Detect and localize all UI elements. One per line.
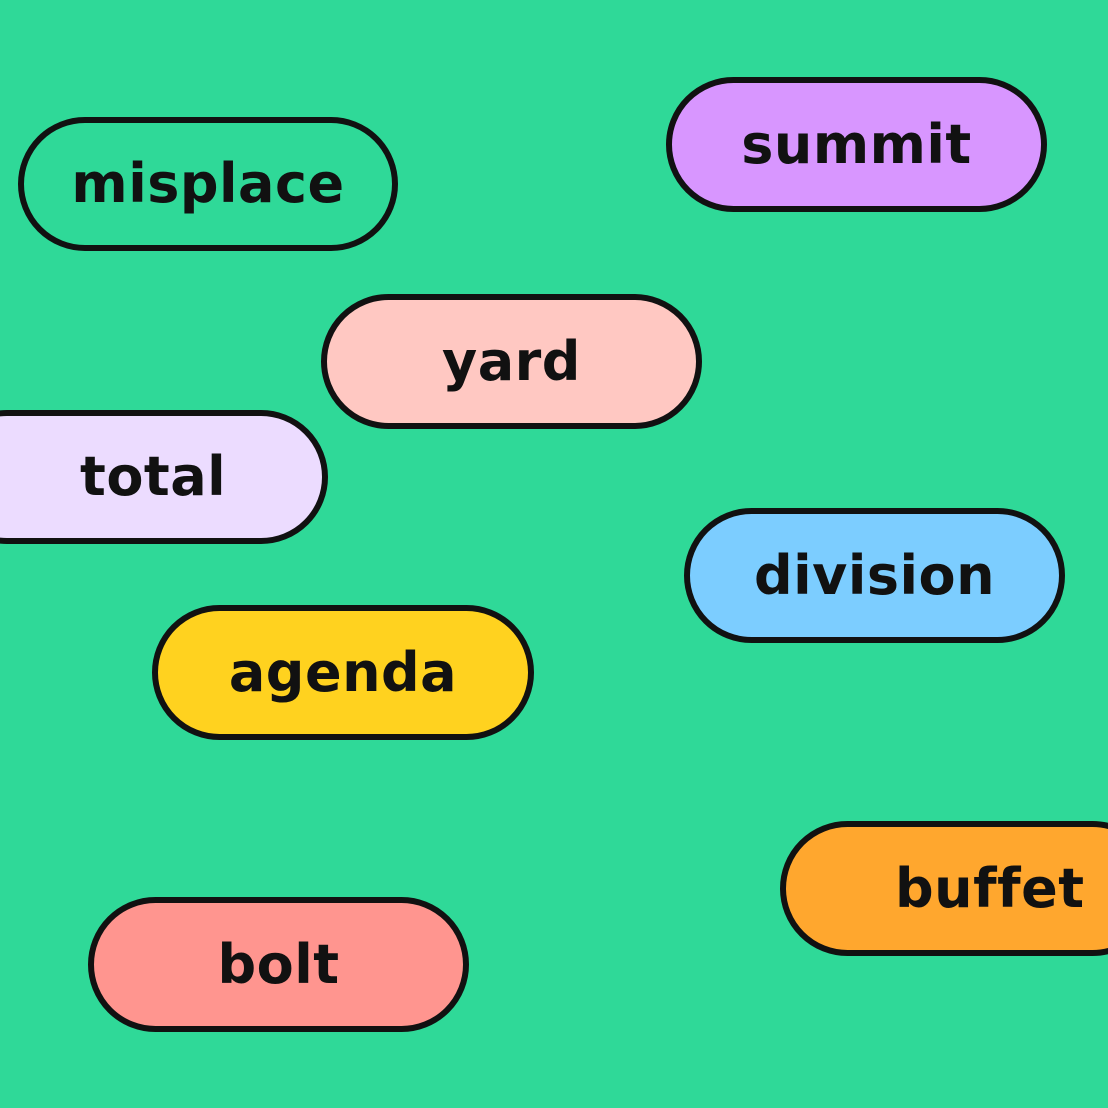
pill-yard: yard bbox=[321, 294, 702, 429]
pill-summit: summit bbox=[666, 77, 1047, 212]
pill-total: total bbox=[0, 410, 328, 544]
pill-label-buffet: buffet bbox=[895, 856, 1085, 920]
pill-buffet: buffet bbox=[780, 821, 1108, 956]
pill-label-agenda: agenda bbox=[228, 640, 458, 704]
pill-label-division: division bbox=[753, 543, 996, 607]
pill-label-bolt: bolt bbox=[217, 932, 340, 996]
pill-bolt: bolt bbox=[88, 897, 469, 1032]
pill-label-misplace: misplace bbox=[71, 152, 345, 215]
pill-label-yard: yard bbox=[442, 329, 581, 393]
pill-label-total: total bbox=[80, 445, 227, 508]
pill-division: division bbox=[684, 508, 1065, 643]
pill-misplace: misplace bbox=[18, 117, 398, 251]
pill-agenda: agenda bbox=[152, 605, 534, 740]
pill-label-summit: summit bbox=[741, 112, 972, 176]
